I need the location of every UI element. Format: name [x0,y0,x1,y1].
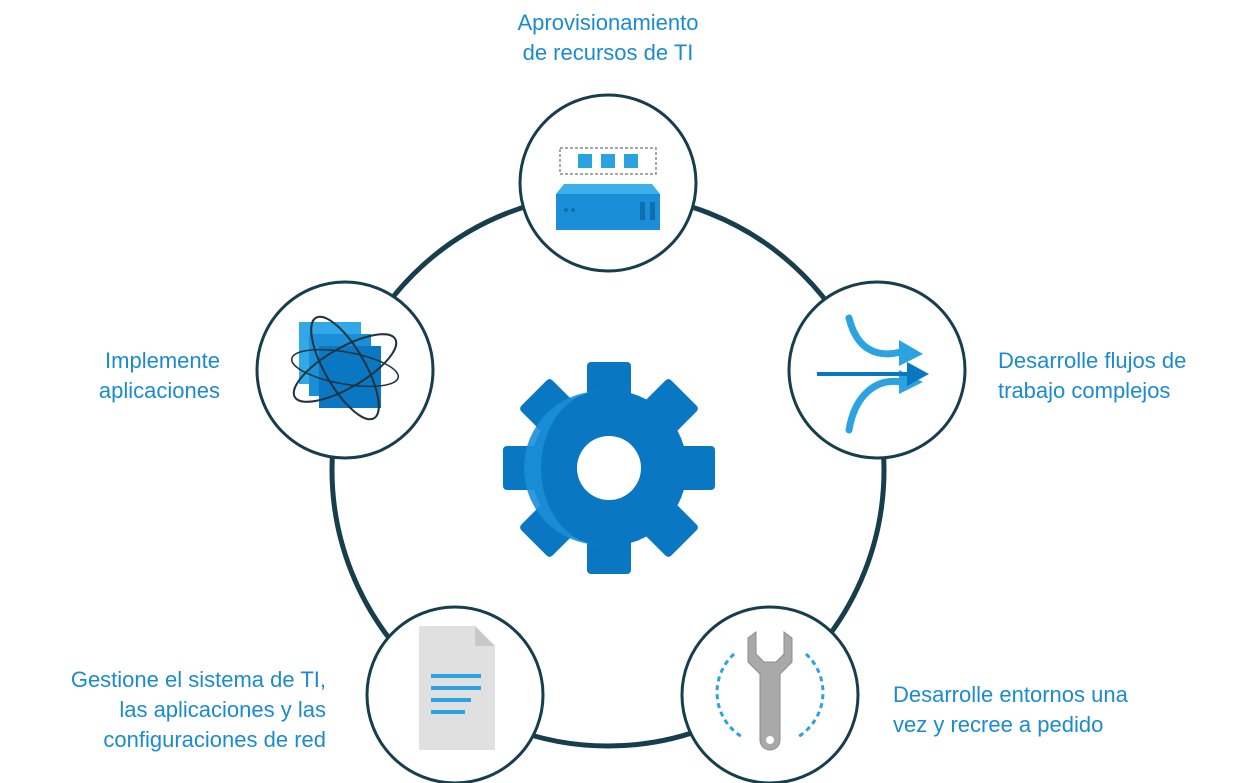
label-line: aplicaciones [98,378,220,403]
server-icon [556,147,660,230]
label-line: Aprovisionamiento [517,10,699,35]
node-circle-workflows [787,280,967,460]
label-line: Desarrolle flujos de [998,348,1187,373]
merging-arrows-icon [817,314,929,434]
label-line: Gestione el sistema de TI, [70,667,326,692]
label-line: trabajo complejos [998,378,1171,403]
gear-icon [503,362,715,574]
label-deploy: Implemente aplicaciones [40,346,220,406]
label-line: las aplicaciones y las [119,697,326,722]
document-icon [419,626,495,750]
label-workflows: Desarrolle flujos de trabajo complejos [998,346,1243,406]
label-provision: Aprovisionamiento de recursos de TI [488,8,728,68]
label-line: Desarrolle entornos una [893,682,1128,707]
orbit-windows-icon [290,315,400,421]
label-line: Implemente [105,348,220,373]
label-line: de recursos de TI [522,40,694,65]
wrench-icon [715,631,825,751]
label-line: vez y recree a pedido [893,712,1104,737]
label-manage: Gestione el sistema de TI, las aplicacio… [6,665,326,755]
node-circle-provision [518,93,698,273]
label-line: configuraciones de red [103,727,326,752]
label-environments: Desarrolle entornos una vez y recree a p… [893,680,1183,740]
